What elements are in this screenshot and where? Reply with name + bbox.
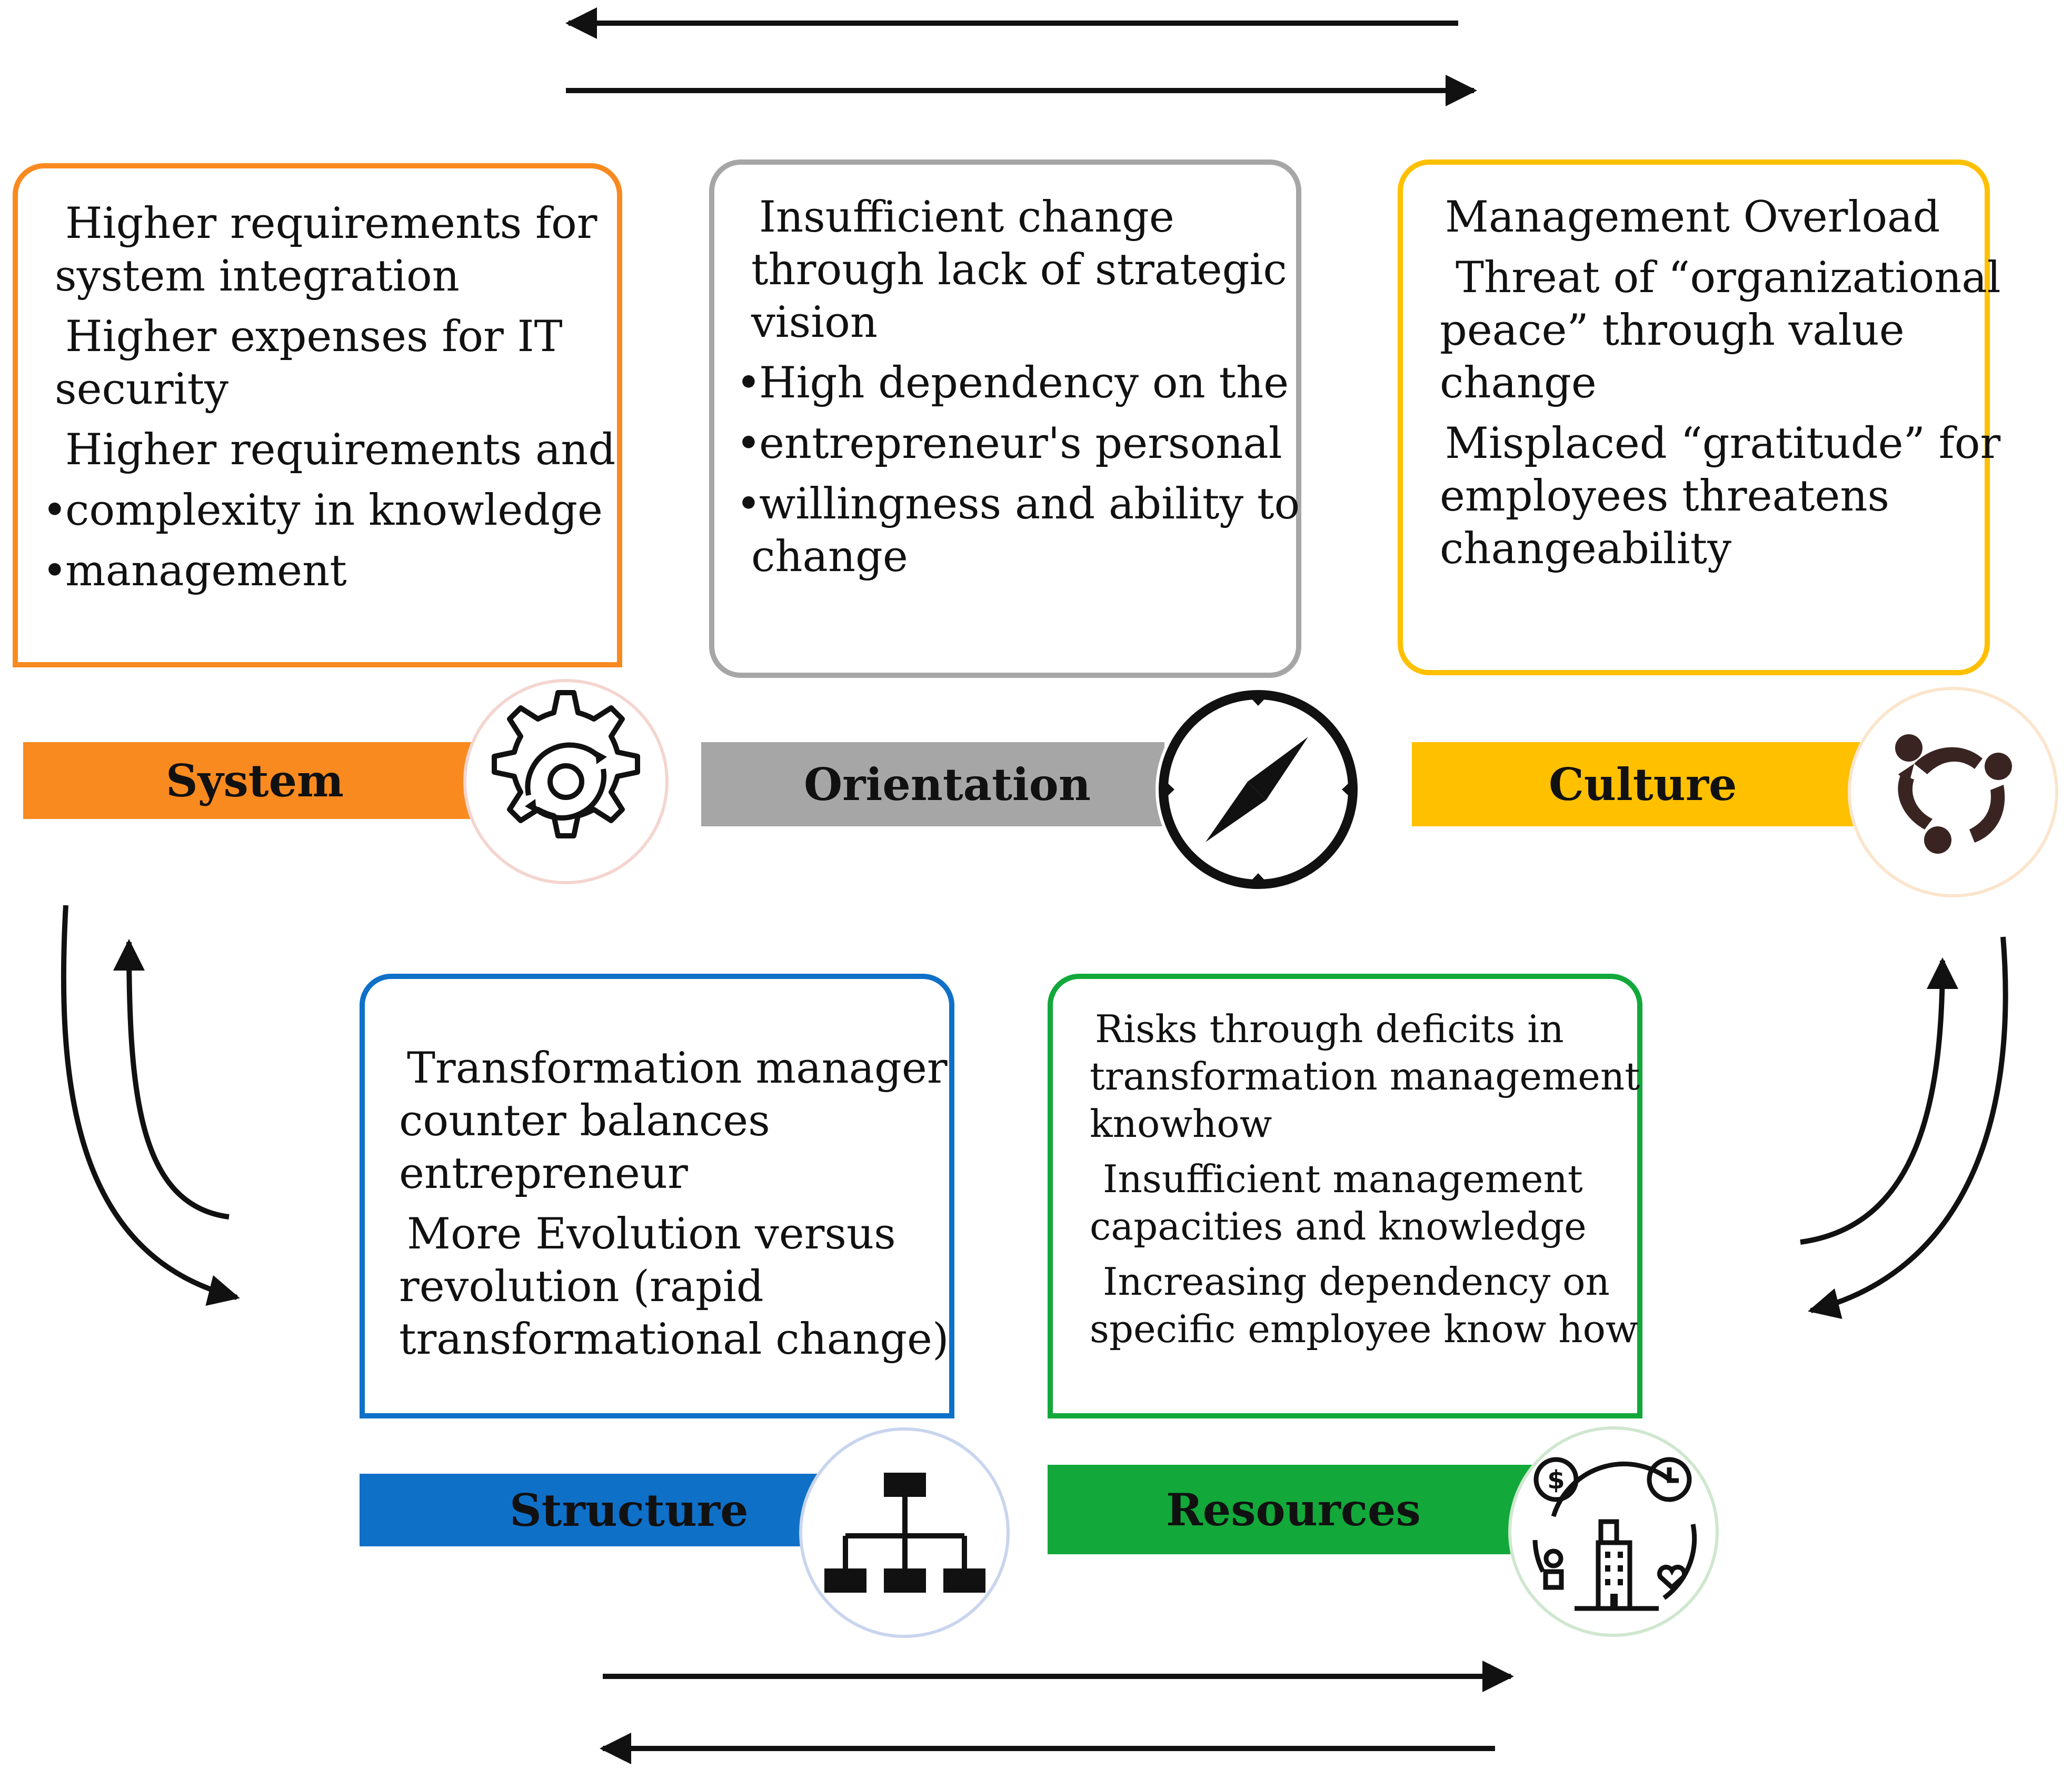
structure-line: counter balances — [399, 1096, 770, 1146]
culture-line: change — [1440, 358, 1597, 408]
people-cycle-icon — [1895, 734, 2012, 854]
system-label-bar: System — [23, 742, 486, 819]
culture-line: employees threatens — [1440, 472, 1890, 521]
orientation-line: Insufficient change — [759, 193, 1174, 242]
culture-icon-circle — [1848, 687, 2058, 897]
orientation-line: through lack of strategic — [751, 245, 1287, 295]
culture-line: Threat of “organizational — [1456, 253, 2001, 303]
culture-box: Management Overload Threat of “organizat… — [1398, 159, 2001, 675]
resources-label-bar: Resources — [1048, 1465, 1542, 1554]
culture-line: Misplaced “gratitude” for — [1445, 419, 2001, 468]
orientation-icon-circle — [1155, 687, 1361, 892]
orientation-line: change — [751, 532, 908, 582]
system-line: security — [55, 365, 228, 414]
culture-line: peace” through value — [1440, 306, 1905, 355]
culture-line: Management Overload — [1445, 193, 1940, 242]
resources-box: Risks through deficits in transformation… — [1048, 974, 1642, 1418]
orientation-label: Orientation — [804, 758, 1091, 811]
arrow-left-inner — [113, 939, 230, 1220]
compass-icon — [1159, 690, 1358, 889]
resources-label: Resources — [1166, 1483, 1421, 1536]
orientation-line: entrepreneur's personal — [751, 417, 1282, 470]
structure-line: More Evolution versus — [407, 1210, 896, 1259]
resources-icon: $ — [1532, 1457, 1697, 1611]
system-label: System — [166, 754, 344, 807]
system-box: Higher requirements for system integrati… — [13, 163, 622, 667]
structure-line: entrepreneur — [399, 1149, 688, 1198]
culture-line: changeability — [1440, 524, 1731, 574]
structure-label: Structure — [510, 1484, 749, 1536]
system-line: management — [55, 545, 585, 597]
resources-line: specific employee know how — [1090, 1307, 1638, 1351]
resources-line: Risks through deficits in — [1095, 1007, 1564, 1051]
system-line: Higher requirements for — [65, 199, 597, 248]
resources-line: capacities and knowledge — [1090, 1204, 1587, 1248]
structure-line: transformational change) — [399, 1315, 949, 1364]
system-line: Higher expenses for IT — [65, 312, 563, 362]
orientation-line: vision — [751, 298, 878, 347]
org-chart-icon — [824, 1473, 985, 1593]
system-line: Higher requirements and — [65, 425, 616, 475]
resources-line: Insufficient management — [1103, 1157, 1583, 1201]
orientation-label-bar: Orientation — [701, 742, 1164, 826]
structure-box: Transformation manager counter balances … — [360, 974, 954, 1418]
arrow-right-inner — [1800, 957, 1958, 1245]
system-icon-circle — [463, 679, 669, 884]
svg-text:$: $ — [1547, 1465, 1565, 1495]
system-line: system integration — [55, 252, 460, 301]
resources-line: Increasing dependency on — [1103, 1260, 1610, 1304]
culture-label-bar: Culture — [1412, 742, 1875, 826]
system-line: complexity in knowledge — [55, 484, 603, 537]
arrow-left-outer — [61, 905, 240, 1306]
culture-label: Culture — [1549, 758, 1737, 811]
orientation-line: willingness and ability to — [751, 478, 1300, 531]
orientation-box: Insufficient change through lack of stra… — [709, 159, 1301, 678]
resources-line: transformation management — [1090, 1054, 1640, 1098]
resources-icon-circle: $ — [1508, 1426, 1719, 1637]
structure-line: revolution (rapid — [399, 1262, 764, 1312]
gear-cycle-icon — [492, 690, 640, 838]
structure-line: Transformation manager — [407, 1044, 948, 1093]
orientation-line: High dependency on the — [751, 357, 1289, 409]
arrow-right-outer — [1808, 936, 2008, 1319]
resources-line: knowhow — [1090, 1102, 1272, 1146]
structure-label-bar: Structure — [360, 1474, 823, 1546]
structure-icon-circle — [799, 1427, 1010, 1638]
